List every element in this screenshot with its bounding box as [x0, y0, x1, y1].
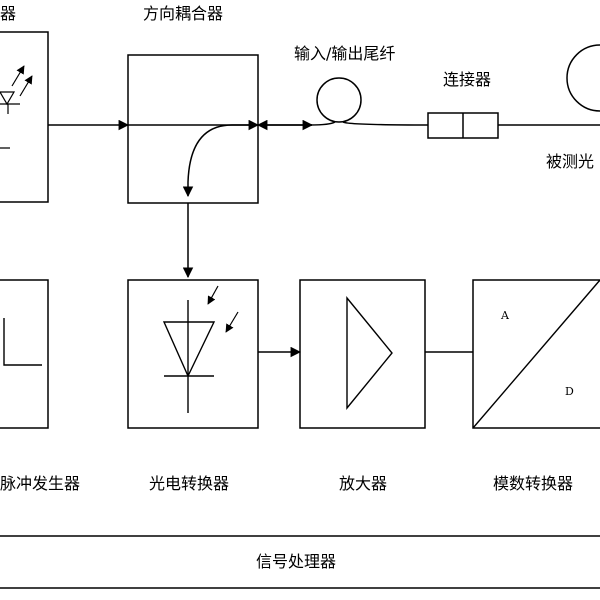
laser-label: 器: [0, 4, 17, 23]
laser-block: [0, 31, 49, 203]
adc-a-label: A: [501, 309, 509, 322]
pigtail-loop: [309, 77, 429, 126]
photodetector-label: 光电转换器: [149, 474, 230, 493]
pulse-generator-block: [0, 279, 49, 429]
signal-processor-label: 信号处理器: [256, 552, 337, 571]
pulse-generator-label: 脉冲发生器: [0, 474, 81, 493]
amplifier-block: [299, 279, 426, 429]
photodiode-icon: [162, 321, 216, 378]
pulse-icon: [3, 318, 42, 366]
fiber-spool-icon: [566, 44, 600, 112]
coupler-label: 方向耦合器: [143, 4, 224, 23]
directional-coupler-block: [127, 54, 260, 204]
pigtail-label: 输入/输出尾纤: [294, 44, 396, 63]
amplifier-label: 放大器: [339, 474, 388, 493]
photodetector-block: [127, 279, 259, 429]
adc-block: [472, 279, 600, 429]
amplifier-triangle-icon: [346, 296, 393, 410]
adc-d-label: D: [565, 385, 574, 398]
fiber-under-test-label: 被测光: [546, 152, 595, 171]
laser-diode-icon: [0, 91, 20, 149]
connector-label: 连接器: [443, 70, 492, 89]
connector-block: [427, 112, 499, 139]
adc-label: 模数转换器: [493, 474, 574, 493]
